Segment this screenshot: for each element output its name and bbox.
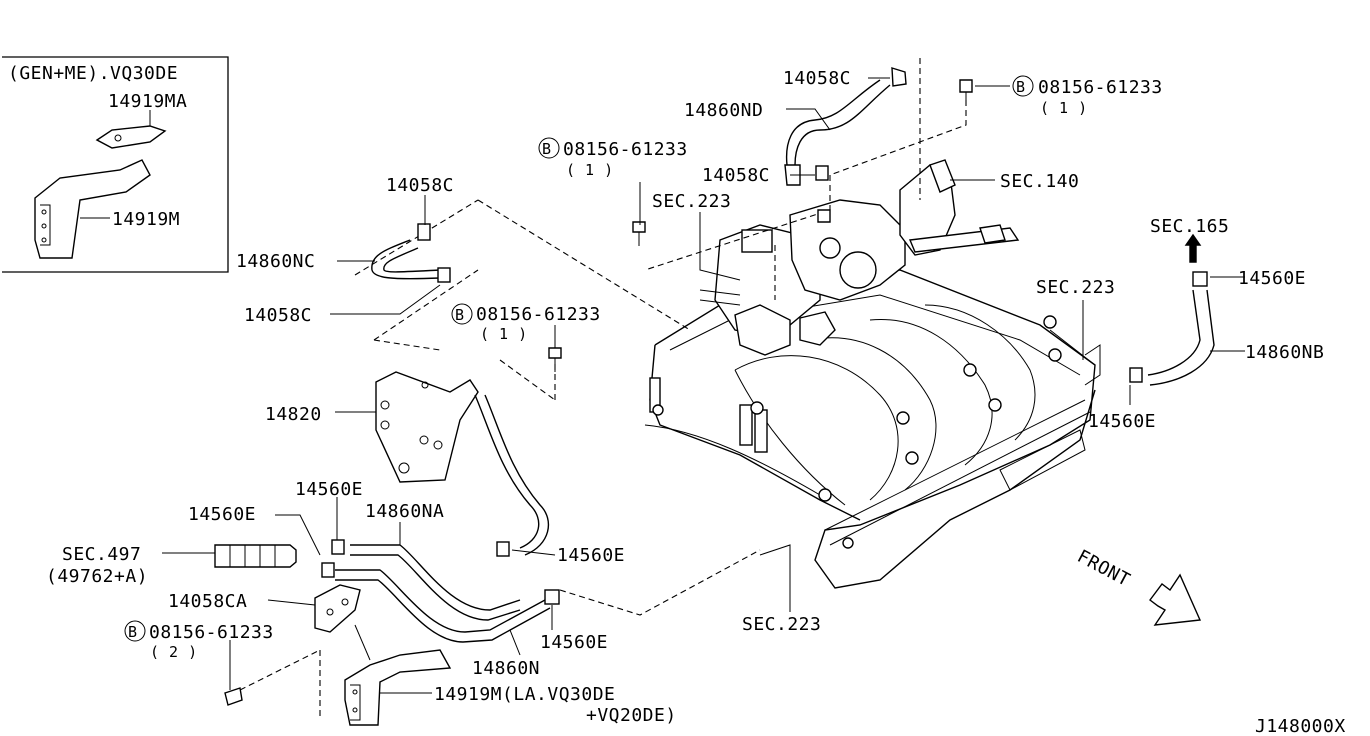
bracket-14820 [375,371,550,557]
bolt-marker-b: B [542,140,552,158]
inset-panel: (GEN+ME).VQ30DE 14919MA 14919M [2,56,229,273]
label-bolt-top-right-qty: ( 1 ) [1040,99,1088,117]
label-sec497-sub: (49762+A) [46,566,148,587]
label-14560E-d: 14560E [540,632,608,653]
label-14919M-inset: 14919M [112,209,180,230]
label-sec223-right: SEC.223 [1036,277,1115,298]
bolt-marker-b: B [1016,78,1026,96]
bracket-14919MA [95,125,167,149]
hose-14860ND [784,67,907,186]
front-label: FRONT [1074,546,1134,591]
label-14860NB: 14860NB [1245,342,1324,363]
label-14860N: 14860N [472,658,540,679]
hose-14860NA-14860N [214,539,560,643]
label-bolt-top-right: 08156-61233 [1038,77,1163,98]
label-14560E-b: 14560E [188,504,256,525]
bolt-marker-b: B [455,306,465,324]
label-14820: 14820 [265,404,322,425]
label-14860ND: 14860ND [684,100,763,121]
label-14560E-r2: 14560E [1088,411,1156,432]
label-sec497: SEC.497 [62,544,141,565]
up-arrow-icon [1184,233,1202,263]
label-sec223-top: SEC.223 [652,191,731,212]
inset-title: (GEN+ME).VQ30DE [8,63,178,84]
bracket-14919M-inset [34,159,151,259]
hose-14860NC [371,223,451,283]
bracket-14058CA [314,584,361,633]
label-14058C-top: 14058C [783,68,851,89]
label-14058C-mid: 14058C [702,165,770,186]
label-14919M-la2: +VQ20DE) [586,705,677,726]
label-bolt-left-qty: ( 1 ) [480,325,528,343]
label-bolt-mid-qty: ( 1 ) [566,161,614,179]
leader-lines [162,77,1245,694]
label-14919MA: 14919MA [108,91,187,112]
label-sec223-bottom: SEC.223 [742,614,821,635]
label-14560E-c: 14560E [557,545,625,566]
label-sec165: SEC.165 [1150,216,1229,237]
front-arrow-icon [1149,573,1202,626]
label-14919M-la: 14919M(LA.VQ30DE [434,684,615,705]
label-14860NC: 14860NC [236,251,315,272]
label-14860NA: 14860NA [365,501,444,522]
bolt-markers: B B B B [124,75,1034,642]
label-sec140: SEC.140 [1000,171,1079,192]
bolt-marker-b: B [128,623,138,641]
label-bolt-mid: 08156-61233 [563,139,688,160]
bolts [548,79,973,372]
hose-14860NB [1129,233,1215,386]
label-bolt-bottom: 08156-61233 [149,622,274,643]
bracket-14919M-la [224,624,452,726]
intake-manifold [644,159,1101,589]
label-bolt-bottom-qty: ( 2 ) [150,643,198,661]
part-labels: 14058C 14860ND 08156-61233 ( 1 ) 08156-6… [46,68,1346,736]
label-14058C-left2: 14058C [244,305,312,326]
label-14058C-left: 14058C [386,175,454,196]
front-indicator: FRONT [1074,546,1202,626]
figure-code: J148000X [1255,716,1346,736]
label-14560E-a: 14560E [295,479,363,500]
label-14560E-r1: 14560E [1238,268,1306,289]
label-14058CA: 14058CA [168,591,247,612]
label-bolt-left: 08156-61233 [476,304,601,325]
